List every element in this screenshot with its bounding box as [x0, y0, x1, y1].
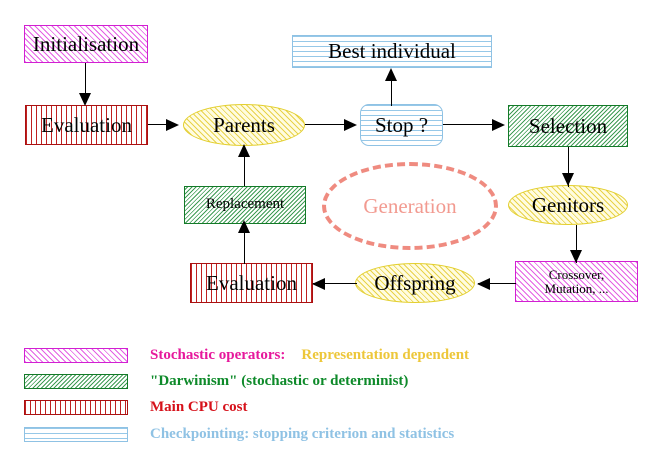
- node-replacement-label: Replacement: [205, 196, 285, 213]
- legend-swatch-stochastic-operators: [24, 347, 128, 363]
- legend-label-checkpointing: Checkpointing: stopping criterion and st…: [150, 425, 455, 442]
- node-evaluation-bottom-label: Evaluation: [206, 270, 297, 295]
- node-parents[interactable]: Parents: [183, 104, 305, 146]
- node-genitors-label: Genitors: [531, 192, 605, 217]
- connector-offspring-to-evaluation: [313, 283, 357, 285]
- arrowhead-crossover-to-offspring: [477, 278, 490, 290]
- legend-label-darwinism: "Darwinism" (stochastic or determinist): [150, 372, 409, 389]
- node-best-individual-label: Best individual: [328, 39, 456, 64]
- arrowhead-parents-to-stop: [344, 119, 357, 131]
- arrowhead-genitors-to-crossover: [570, 250, 582, 263]
- node-offspring[interactable]: Offspring: [355, 263, 475, 303]
- legend-row: Main CPU cost: [24, 397, 248, 417]
- node-evaluation-top-label: Evaluation: [41, 112, 132, 137]
- arrowhead-evaluation-to-parents: [166, 119, 179, 131]
- connector-init-to-evaluation: [85, 63, 87, 95]
- legend-swatch-main-cpu-cost: [24, 399, 128, 415]
- connector-replacement-to-parents: [244, 147, 246, 186]
- connector-stop-to-selection: [443, 124, 503, 126]
- connector-stop-to-best-individual: [391, 70, 393, 106]
- node-crossover-mutation[interactable]: Crossover, Mutation, ...: [515, 261, 638, 302]
- legend-row: "Darwinism" (stochastic or determinist): [24, 371, 408, 391]
- node-parents-label: Parents: [213, 112, 275, 137]
- legend-row: Checkpointing: stopping criterion and st…: [24, 424, 454, 444]
- connector-parents-to-stop: [305, 124, 355, 126]
- legend-row: Stochastic operators: Representation dep…: [24, 345, 469, 365]
- arrowhead-offspring-to-evaluation: [312, 278, 325, 290]
- connector-selection-to-genitors: [568, 147, 570, 187]
- node-best-individual[interactable]: Best individual: [292, 35, 492, 68]
- connector-evaluation-to-replacement: [244, 224, 246, 264]
- node-replacement[interactable]: Replacement: [184, 186, 306, 224]
- node-evaluation-top[interactable]: Evaluation: [25, 105, 148, 145]
- node-stop[interactable]: Stop ?: [360, 104, 443, 146]
- arrowhead-replacement-to-parents: [238, 144, 250, 157]
- node-initialisation-label: Initialisation: [32, 31, 140, 56]
- node-generation-grouping: Generation: [322, 162, 498, 250]
- arrowhead-stop-to-best-individual: [385, 68, 397, 81]
- connector-genitors-to-crossover: [576, 225, 578, 263]
- arrowhead-selection-to-genitors: [562, 173, 574, 186]
- node-selection-label: Selection: [528, 113, 608, 138]
- node-genitors[interactable]: Genitors: [508, 185, 628, 225]
- node-evaluation-bottom[interactable]: Evaluation: [190, 263, 313, 303]
- legend-swatch-checkpointing: [24, 426, 128, 442]
- arrowhead-init-to-evaluation: [79, 93, 91, 106]
- connector-crossover-to-offspring: [478, 283, 516, 285]
- node-crossover-mutation-label: Crossover, Mutation, ...: [544, 266, 609, 296]
- legend-label-stochastic-operators: Stochastic operators:: [150, 346, 286, 363]
- node-stop-label: Stop ?: [374, 112, 429, 137]
- node-offspring-label: Offspring: [374, 270, 456, 295]
- arrowhead-stop-to-selection: [492, 119, 505, 131]
- arrowhead-evaluation-to-replacement: [238, 220, 250, 233]
- legend-swatch-darwinism: [24, 373, 128, 389]
- legend-label-main-cpu-cost: Main CPU cost: [150, 398, 248, 415]
- node-generation-label: Generation: [363, 193, 457, 218]
- node-selection[interactable]: Selection: [508, 105, 628, 147]
- connector-evaluation-to-parents: [148, 124, 174, 126]
- legend-label-representation-dependent: Representation dependent: [301, 346, 470, 363]
- node-initialisation[interactable]: Initialisation: [24, 25, 148, 63]
